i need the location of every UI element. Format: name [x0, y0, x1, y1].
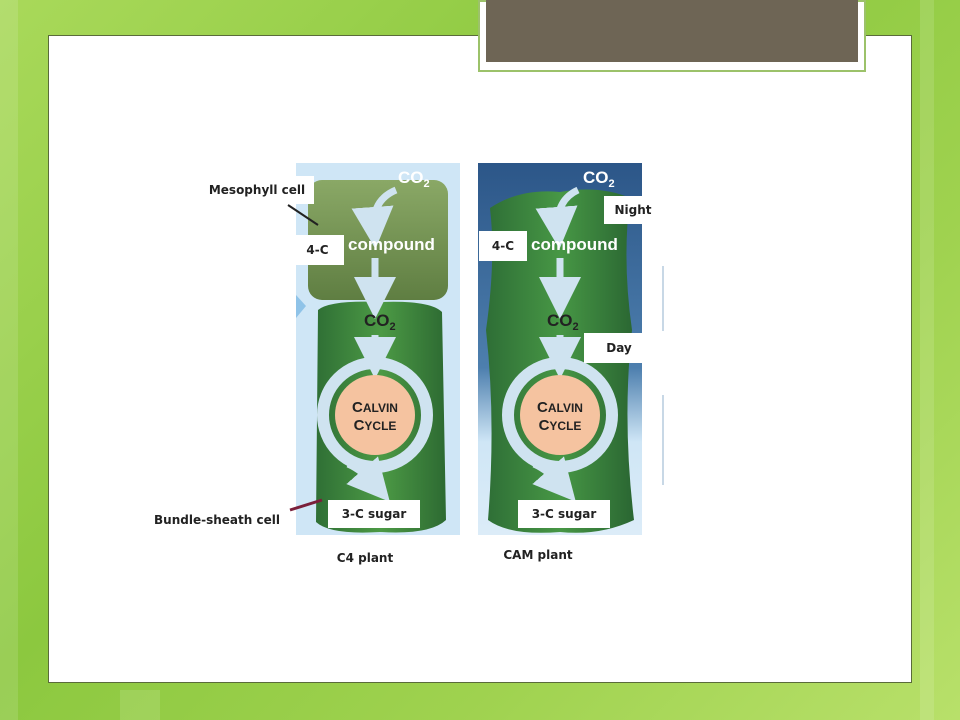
c4-calvin-cycle — [335, 375, 415, 455]
cam-calvin-ring — [502, 357, 618, 473]
cam-plant-label: CAM plant — [503, 548, 573, 562]
c4-sugar-label: 3-C sugar — [328, 500, 420, 528]
c4-calvin-text: CALVIN — [352, 399, 398, 416]
c4-calvin-ring — [317, 357, 433, 473]
bundle-sheath-leader-line — [289, 498, 323, 512]
cam-edge-strip — [662, 395, 664, 485]
c4-panel: CO2 compound CO2 CALVIN CYCLE — [296, 163, 460, 535]
mesophyll-leader-line — [287, 204, 319, 226]
cam-cycle-text: CYCLE — [539, 417, 582, 434]
night-label: Night — [604, 196, 662, 224]
cam-co2-top: CO2 — [583, 168, 615, 190]
c4-plant-label: C4 plant — [336, 551, 394, 565]
cam-compound: compound — [531, 235, 618, 254]
cam-edge-strip — [662, 266, 664, 331]
cam-four-c-label: 4-C — [479, 231, 527, 261]
c4-four-c-label: 4-C — [291, 235, 344, 265]
cam-calvin-cycle — [520, 375, 600, 455]
c4-arrow-top — [351, 186, 398, 249]
background-stripe — [0, 0, 18, 720]
c4-compound: compound — [348, 235, 435, 254]
background-stripe — [920, 0, 934, 720]
c4-panel-pointer — [296, 295, 306, 318]
cam-sugar-label: 3-C sugar — [518, 500, 610, 528]
c4-co2-mid: CO2 — [364, 311, 396, 333]
title-placeholder — [486, 0, 858, 62]
c4-cycle-text: CYCLE — [354, 417, 397, 434]
mesophyll-cell-label: Mesophyll cell — [200, 176, 314, 204]
background-stripe — [120, 690, 160, 720]
c4-co2-top: CO2 — [398, 168, 430, 190]
cam-calvin-text: CALVIN — [537, 399, 583, 416]
cam-arrow-top — [535, 186, 580, 249]
cam-co2-mid: CO2 — [547, 311, 579, 333]
day-label: Day — [584, 333, 654, 363]
bundle-sheath-cell-label: Bundle-sheath cell — [150, 507, 284, 533]
